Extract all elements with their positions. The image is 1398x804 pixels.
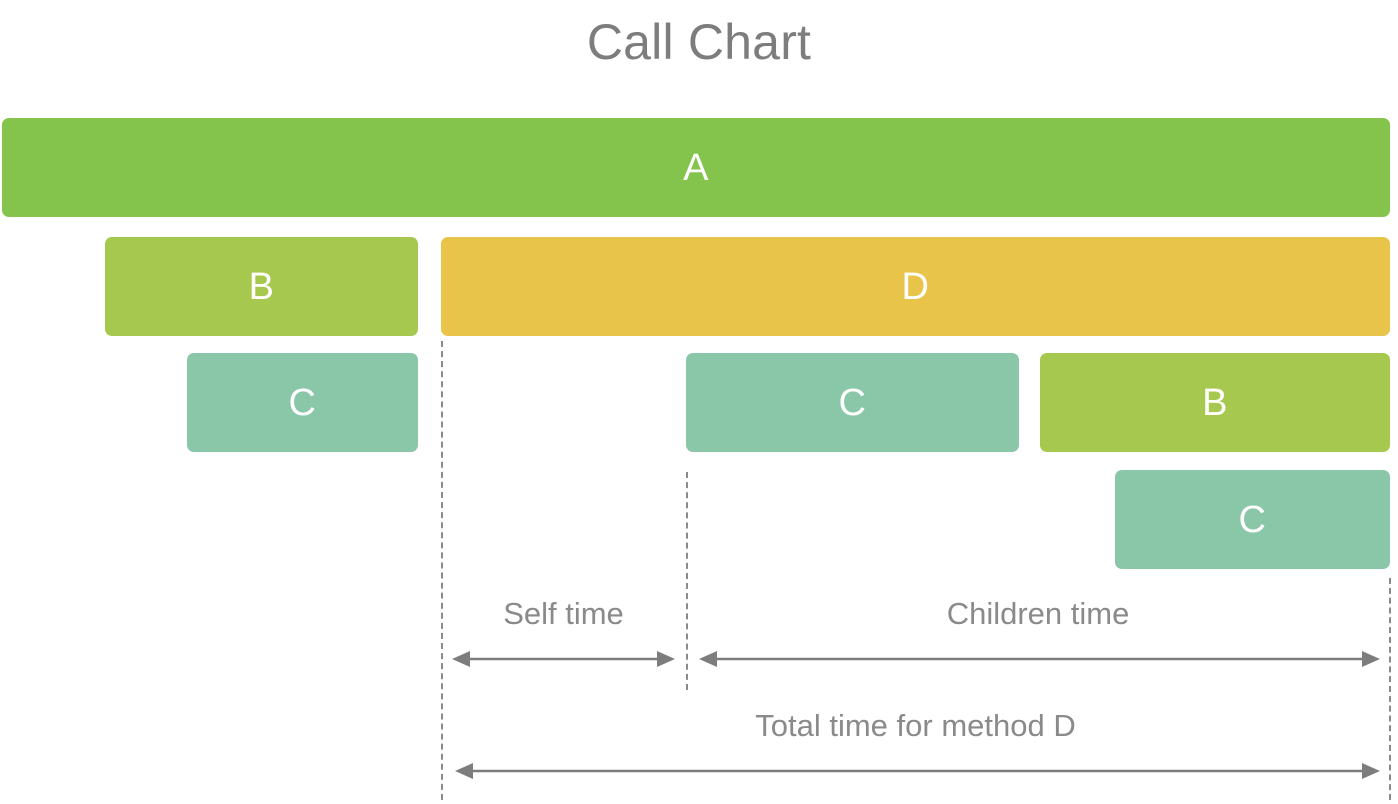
guide-line-d-start xyxy=(441,341,443,800)
call-bar-d-label: D xyxy=(901,265,930,308)
children-time-arrow xyxy=(699,648,1380,670)
total-time-arrow xyxy=(455,760,1380,782)
call-bar-a[interactable]: A xyxy=(2,118,1390,217)
call-bar-c-third[interactable]: C xyxy=(1115,470,1390,569)
self-time-arrow-icon xyxy=(452,651,675,667)
children-time-arrow-icon xyxy=(699,651,1380,667)
self-time-label: Self time xyxy=(503,596,624,631)
call-bar-c-second[interactable]: C xyxy=(686,353,1019,452)
call-bar-d[interactable]: D xyxy=(441,237,1390,336)
total-time-label: Total time for method D xyxy=(755,708,1076,743)
call-bar-c-first[interactable]: C xyxy=(187,353,418,452)
guide-line-d-end xyxy=(1389,578,1391,800)
call-bar-c-third-label: C xyxy=(1238,498,1267,541)
call-bar-b-first[interactable]: B xyxy=(105,237,418,336)
call-bar-c-first-label: C xyxy=(288,381,317,424)
call-bar-b-second-label: B xyxy=(1202,381,1228,424)
children-time-label: Children time xyxy=(946,596,1130,631)
call-bar-a-label: A xyxy=(683,146,709,189)
call-bar-b-first-label: B xyxy=(248,265,275,308)
self-time-arrow xyxy=(452,648,675,670)
page-title: Call Chart xyxy=(586,14,812,70)
call-bar-c-second-label: C xyxy=(838,381,867,424)
call-bar-b-second[interactable]: B xyxy=(1040,353,1390,452)
total-time-arrow-icon xyxy=(455,763,1380,779)
guide-line-self-end xyxy=(686,472,688,690)
